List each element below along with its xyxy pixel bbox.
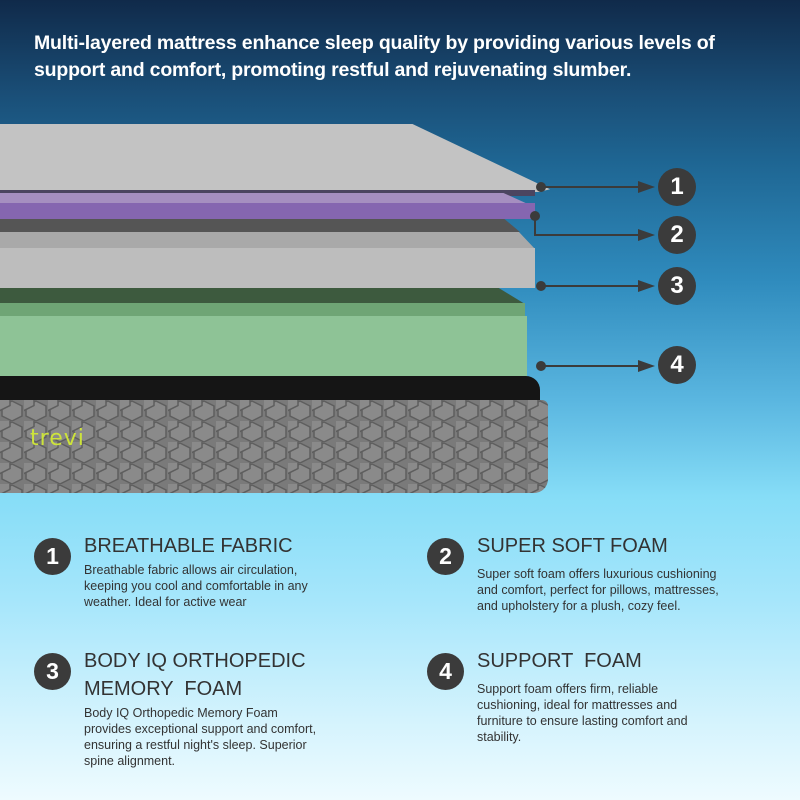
feature-description: Breathable fabric allows air circulation…: [84, 563, 308, 609]
feature-title: SUPER SOFT FOAM: [477, 535, 668, 557]
callout-badge-3: 3: [658, 267, 696, 305]
feature-number-badge: 3: [34, 653, 71, 690]
feature-number-badge: 4: [427, 653, 464, 690]
layer-memory-foam-shadow: [0, 219, 520, 232]
callout-badge-2: 2: [658, 216, 696, 254]
feature-title: SUPPORT FOAM: [477, 650, 642, 672]
feature-number-badge: 2: [427, 538, 464, 575]
layer-super-soft-foam: [0, 203, 535, 219]
feature-description: Support foam offers firm, reliable cushi…: [477, 682, 688, 744]
layer-support-foam-shadow: [0, 288, 525, 304]
layer-support-foam: [0, 316, 527, 376]
feature-description: Super soft foam offers luxurious cushion…: [477, 567, 719, 613]
layer-breathable-fabric: [0, 124, 550, 192]
base-cover-top: [0, 376, 540, 402]
layer-memory-foam: [0, 248, 535, 288]
callout-badge-4: 4: [658, 346, 696, 384]
brand-logo: trevi: [30, 426, 85, 451]
layer-memory-foam-top: [0, 232, 535, 249]
hex-pattern: [0, 400, 548, 493]
headline: Multi-layered mattress enhance sleep qua…: [34, 32, 715, 81]
feature-title: BODY IQ ORTHOPEDIC MEMORY FOAM: [84, 650, 306, 700]
feature-number-badge: 1: [34, 538, 71, 575]
feature-description: Body IQ Orthopedic Memory Foam provides …: [84, 706, 317, 768]
base-cover: trevi: [0, 400, 548, 493]
layer-super-soft-foam-top: [0, 193, 530, 205]
feature-title: BREATHABLE FABRIC: [84, 535, 293, 557]
layer-support-foam-top: [0, 303, 525, 317]
callout-badge-1: 1: [658, 168, 696, 206]
